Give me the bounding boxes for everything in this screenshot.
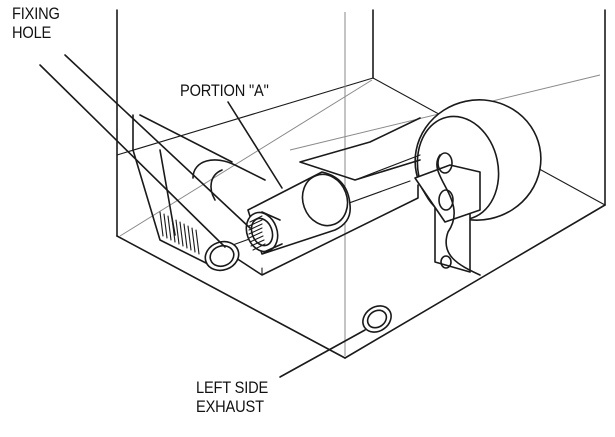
portion-a-label: PORTION "A" xyxy=(180,81,269,100)
left-side-exhaust-label: LEFT SIDE EXHAUST xyxy=(196,378,268,416)
left-side-exhaust-hole xyxy=(362,305,392,333)
duct-pipe-portion-a xyxy=(245,171,352,255)
fixing-hole-ring xyxy=(204,240,240,272)
motor-bracket xyxy=(414,152,481,276)
leader-lines xyxy=(39,54,366,378)
vent-slots xyxy=(159,211,200,255)
fixing-hole-label: FIXING HOLE xyxy=(12,4,60,42)
pipe-knurl xyxy=(248,215,266,251)
back-duct-tube xyxy=(192,159,266,201)
fixing-hole-label-line1: FIXING xyxy=(12,4,60,23)
left-side-exhaust-label-line1: LEFT SIDE xyxy=(196,378,269,397)
left-side-exhaust-label-line2: EXHAUST xyxy=(196,397,264,416)
fixing-hole-label-line2: HOLE xyxy=(12,23,52,42)
